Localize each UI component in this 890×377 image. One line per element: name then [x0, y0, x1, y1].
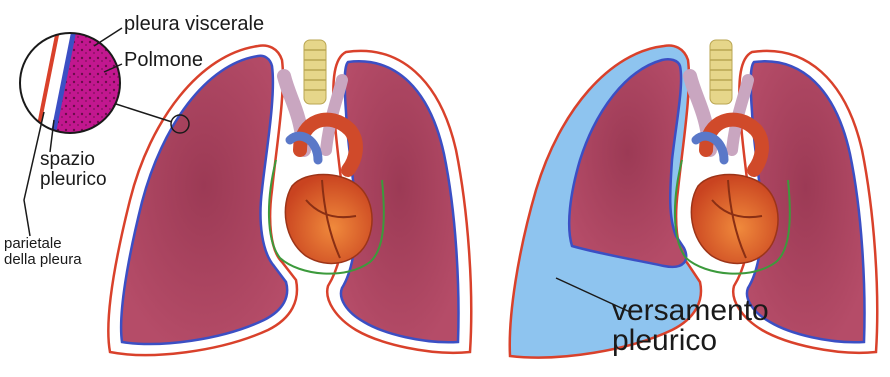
label-polmone: Polmone — [124, 50, 203, 71]
magnify-connector-line — [116, 104, 172, 122]
label-versamento-pleurico: versamento pleurico — [612, 296, 769, 356]
magnified-pleura-inset — [20, 20, 130, 150]
effusion-compressed-lung-tissue — [569, 59, 686, 267]
effusion-trachea — [710, 40, 732, 104]
label-pleura-viscerale-text: pleura viscerale — [124, 14, 264, 35]
label-versamento-line2: pleurico — [612, 326, 769, 356]
label-polmone-text: Polmone — [124, 50, 203, 71]
label-spazio-pleurico: spazio pleurico — [40, 150, 107, 190]
leader-pleura-viscerale — [94, 28, 122, 46]
effusion-heart — [691, 175, 778, 264]
label-spazio-line2: pleurico — [40, 170, 107, 190]
label-pleura-viscerale: pleura viscerale — [124, 14, 264, 35]
trachea — [304, 40, 326, 104]
label-parietale-line1: parietale — [4, 236, 82, 252]
label-parietale-pleura: parietale della pleura — [4, 236, 82, 268]
label-parietale-line2: della pleura — [4, 252, 82, 268]
label-versamento-line1: versamento — [612, 296, 769, 326]
heart — [285, 175, 372, 264]
label-spazio-line1: spazio — [40, 150, 107, 170]
